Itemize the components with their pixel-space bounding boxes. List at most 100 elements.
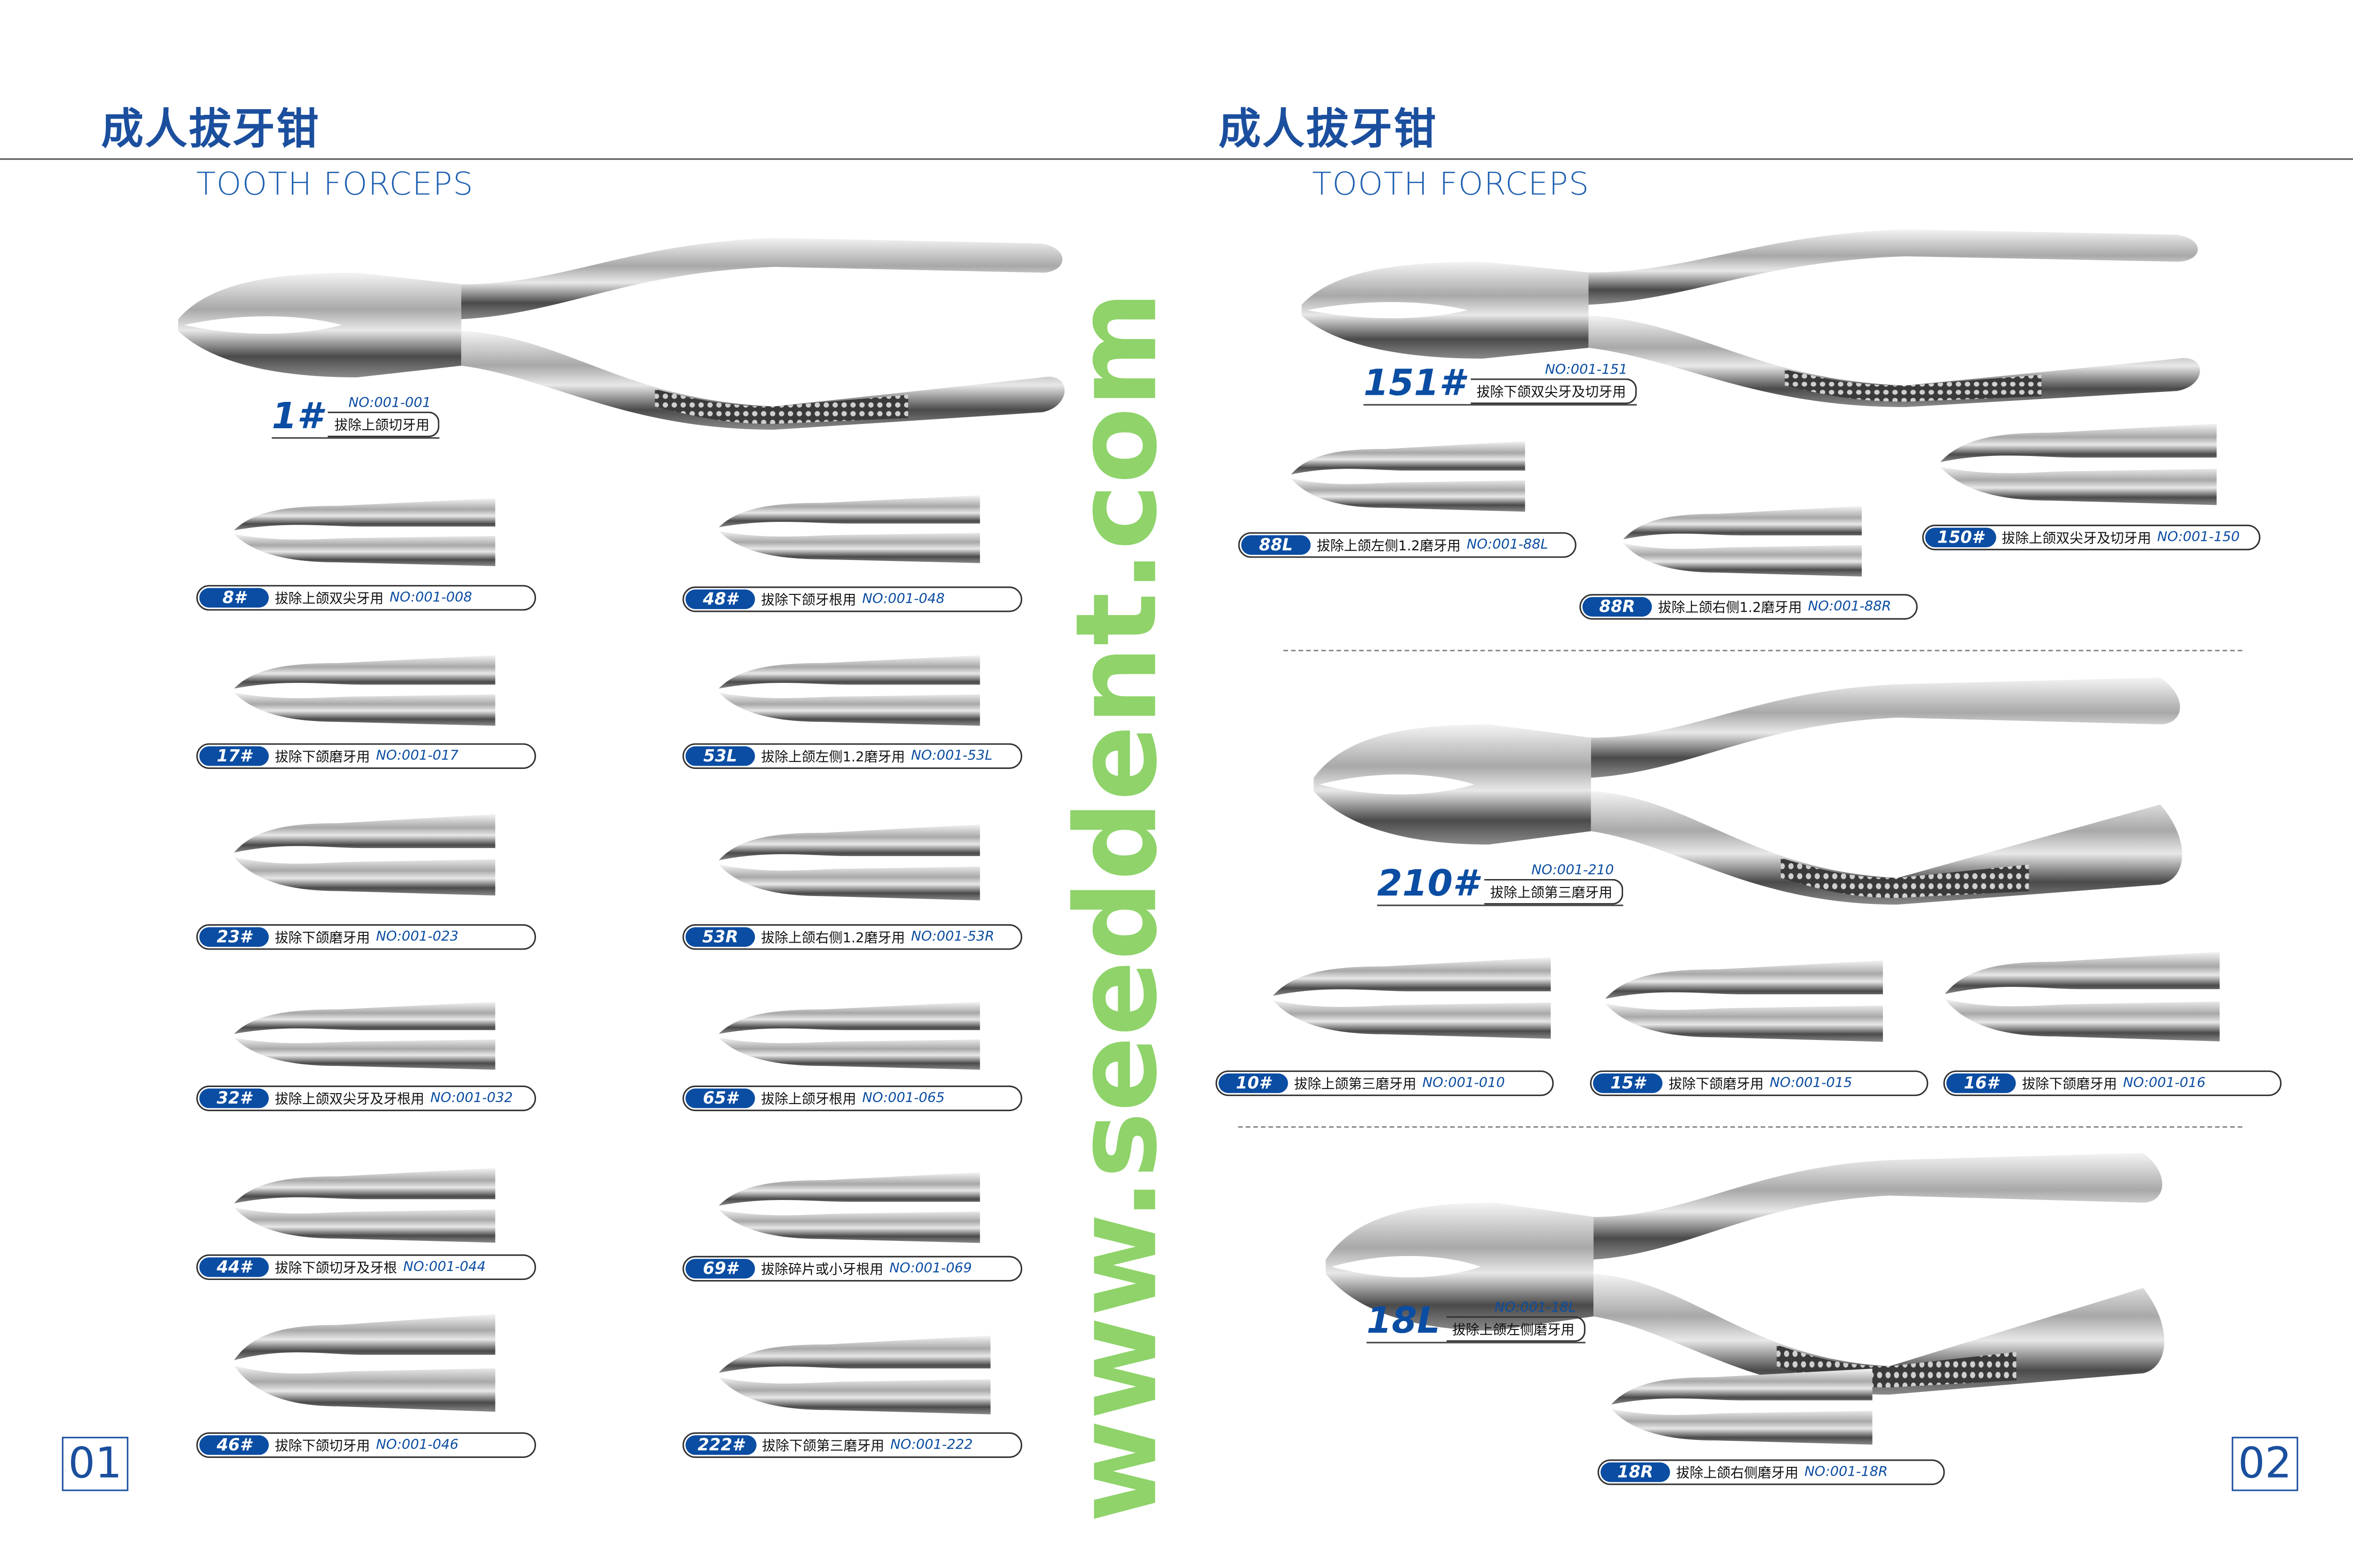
forceps-lower-jaw (1291, 478, 1525, 512)
item-description: 拔除上颌右侧1.2磨牙用 (1658, 601, 1802, 617)
featured-description: 拔除上颌切牙用 (328, 411, 440, 438)
forceps-jaw-gap (1307, 302, 1468, 319)
forceps-upper-jaw (719, 824, 980, 861)
forceps-image (1326, 1152, 2164, 1395)
forceps-jaw-gap (184, 316, 342, 334)
forceps-image (178, 238, 1065, 430)
forceps-upper-jaw (234, 1001, 496, 1034)
forceps-upper-jaw (719, 1172, 980, 1206)
item-number: NO:001-222 (890, 1437, 973, 1453)
forceps-lower-jaw (719, 864, 980, 901)
forceps-upper-jaw (1291, 441, 1525, 475)
forceps-upper-jaw (719, 1336, 991, 1373)
item-code-badge: 46# (199, 1435, 269, 1455)
forceps-upper-handle (1588, 229, 2198, 305)
item-code-badge: 88L (1241, 535, 1311, 555)
forceps-image (719, 824, 980, 901)
item-code-badge: 69# (685, 1259, 755, 1279)
item-number: NO:001-069 (889, 1261, 972, 1277)
item-number: NO:001-88L (1466, 537, 1548, 553)
forceps-lower-handle (1588, 315, 2200, 408)
forceps-lower-jaw (234, 534, 496, 567)
forceps-lower-handle (1591, 791, 2182, 905)
item-label: 88R 拔除上颌右侧1.2磨牙用 NO:001-88R (1579, 594, 1918, 620)
item-code-badge: 10# (1218, 1073, 1288, 1093)
forceps-lower-jaw (1273, 1000, 1551, 1039)
item-description: 拔除下颌第三磨牙用 (762, 1440, 885, 1455)
item-number: NO:001-53R (911, 929, 994, 945)
featured-number: NO:001-210 (1531, 864, 1614, 879)
forceps-image (719, 1001, 980, 1070)
forceps-upper-jaw (1945, 952, 2220, 994)
forceps-upper-jaw (1605, 960, 1883, 999)
forceps-upper-jaw (234, 655, 496, 689)
item-number: NO:001-53L (911, 748, 992, 764)
forceps-upper-handle (461, 238, 1063, 320)
forceps-image (1273, 957, 1551, 1039)
page-number: 02 (2232, 1437, 2298, 1491)
forceps-lower-jaw (1611, 1408, 1873, 1445)
item-number: NO:001-044 (403, 1259, 486, 1275)
forceps-upper-jaw (1623, 506, 1862, 539)
forceps-lower-jaw (234, 857, 496, 896)
item-code-badge: 44# (199, 1257, 269, 1277)
forceps-lower-jaw (234, 692, 496, 726)
item-code-badge: 17# (199, 746, 269, 766)
forceps-upper-jaw (1611, 1368, 1873, 1405)
forceps-lower-jaw (1940, 466, 2217, 505)
item-number: NO:001-016 (2123, 1075, 2206, 1091)
forceps-upper-jaw (719, 1001, 980, 1034)
item-label: 222# 拔除下颌第三磨牙用 NO:001-222 (682, 1432, 1023, 1458)
item-code-badge: 88R (1582, 597, 1652, 617)
item-code-badge: 65# (685, 1088, 755, 1108)
item-description: 拔除下颌磨牙用 (1668, 1078, 1764, 1093)
item-description: 拔除上颌右侧1.2磨牙用 (761, 931, 905, 947)
forceps-lower-jaw (1945, 999, 2220, 1041)
forceps-lower-handle (461, 331, 1065, 430)
item-code-badge: 222# (685, 1435, 756, 1455)
forceps-image (1940, 424, 2217, 505)
forceps-image (719, 1172, 980, 1243)
forceps-image (1611, 1368, 1873, 1445)
forceps-image (234, 1168, 496, 1243)
item-code-badge: 18R (1601, 1462, 1670, 1482)
forceps-upper-jaw (719, 495, 980, 528)
item-label: 69# 拔除碎片或小牙根用 NO:001-069 (682, 1256, 1023, 1282)
forceps-lower-jaw (719, 1377, 991, 1415)
forceps-lower-jaw (234, 1038, 496, 1070)
forceps-image (719, 655, 980, 726)
forceps-image (1301, 229, 2200, 408)
forceps-image (234, 498, 496, 567)
forceps-image (234, 1001, 496, 1070)
forceps-grip-texture (1785, 369, 2042, 402)
item-description: 拔除上颌双尖牙用 (274, 592, 384, 608)
forceps-lower-jaw (1623, 543, 1862, 577)
page-subtitle-en: TOOTH FORCEPS (196, 166, 474, 202)
forceps-upper-jaw (719, 655, 980, 689)
item-number: NO:001-023 (376, 929, 459, 945)
item-number: NO:001-88R (1808, 599, 1891, 615)
page-title-cn: 成人拔牙钳 (1218, 104, 1438, 154)
item-code-badge: 16# (1946, 1073, 2016, 1093)
forceps-lower-jaw (719, 1209, 980, 1243)
featured-code: 1# (272, 395, 322, 438)
forceps-image (719, 1336, 991, 1415)
forceps-upper-handle (1591, 677, 2180, 778)
item-description: 拔除碎片或小牙根用 (761, 1263, 884, 1279)
forceps-lower-handle (1593, 1273, 2164, 1395)
page-number: 01 (62, 1437, 128, 1491)
forceps-lower-jaw (234, 1366, 496, 1412)
featured-code: 210# (1377, 862, 1478, 905)
